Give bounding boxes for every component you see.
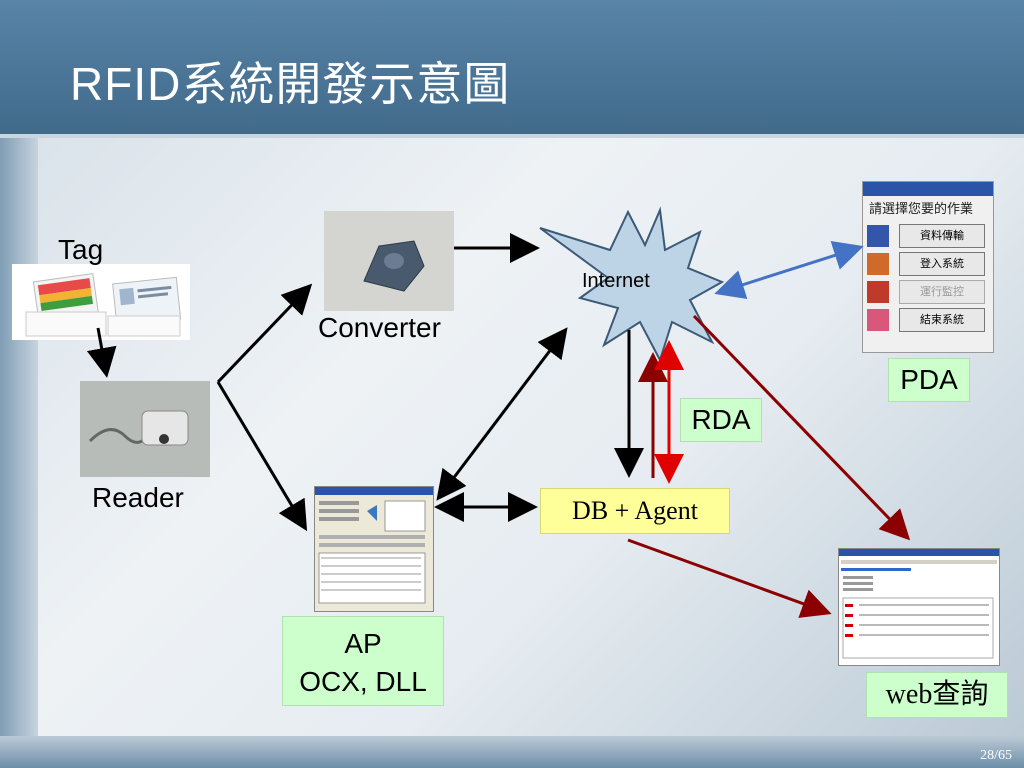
arrow-tag-to-reader [86, 327, 117, 378]
tag-cards-photo [12, 264, 190, 340]
db-agent-label: DB + Agent [540, 488, 730, 534]
internet-burst-shape [539, 206, 725, 363]
reader-label: Reader [92, 482, 184, 513]
pda-menu: 資料傳輸 登入系統 運行監控 結束系統 [863, 218, 993, 338]
pda-button-transfer[interactable]: 資料傳輸 [899, 224, 985, 248]
arrow-internet-pda [714, 240, 864, 300]
reader-device-illustration [88, 410, 189, 446]
pda-label: PDA [888, 358, 970, 402]
slide-body-left-edge [0, 138, 38, 768]
arrow-internet-to-web [692, 314, 911, 541]
converter-label: Converter [318, 312, 441, 343]
rda-label: RDA [680, 398, 762, 442]
web-query-screenshot [838, 548, 1000, 666]
converter-device-illustration [363, 240, 425, 292]
pda-button-exit[interactable]: 結束系統 [899, 308, 985, 332]
tag-label: Tag [58, 234, 104, 265]
slide-header [0, 0, 1024, 136]
pda-monitor-icon [867, 281, 889, 303]
web-titlebar [839, 549, 999, 556]
ap-label-line1: AP [344, 628, 382, 659]
reader-photo [80, 381, 210, 477]
pda-titlebar [863, 182, 993, 196]
ap-window-illustration [318, 500, 426, 604]
pda-exit-icon [867, 309, 889, 331]
pda-login-icon [867, 253, 889, 275]
header-divider [0, 134, 1024, 138]
web-page-illustration [841, 560, 997, 659]
pda-menu-row: 結束系統 [867, 308, 989, 332]
pda-button-login[interactable]: 登入系統 [899, 252, 985, 276]
pda-menu-row: 運行監控 [867, 280, 989, 304]
pda-screenshot: 請選擇您要的作業 資料傳輸 登入系統 運行監控 結束系統 [862, 181, 994, 353]
web-query-label: web查詢 [866, 672, 1008, 718]
ap-label-line2: OCX, DLL [299, 666, 427, 697]
page-number: 28/65 [980, 748, 1012, 763]
internet-label: Internet [582, 270, 650, 292]
arrow-reader-to-converter [216, 283, 313, 384]
ap-label: AP OCX, DLL [282, 616, 444, 706]
pda-button-monitor[interactable]: 運行監控 [899, 280, 985, 304]
arrow-db-to-web [627, 538, 832, 618]
pda-screen-header: 請選擇您要的作業 [869, 202, 974, 217]
arrow-ap-internet [436, 327, 568, 501]
pda-transfer-icon [867, 225, 889, 247]
converter-photo [324, 211, 454, 311]
arrow-reader-to-ap [216, 381, 308, 532]
pda-menu-row: 登入系統 [867, 252, 989, 276]
ap-titlebar [315, 487, 433, 495]
slide-footer-band [0, 736, 1024, 768]
tag-cards-illustration [25, 272, 182, 337]
pda-menu-row: 資料傳輸 [867, 224, 989, 248]
slide-title: RFID系統開發示意圖 [70, 58, 511, 110]
ap-screenshot [314, 486, 434, 612]
